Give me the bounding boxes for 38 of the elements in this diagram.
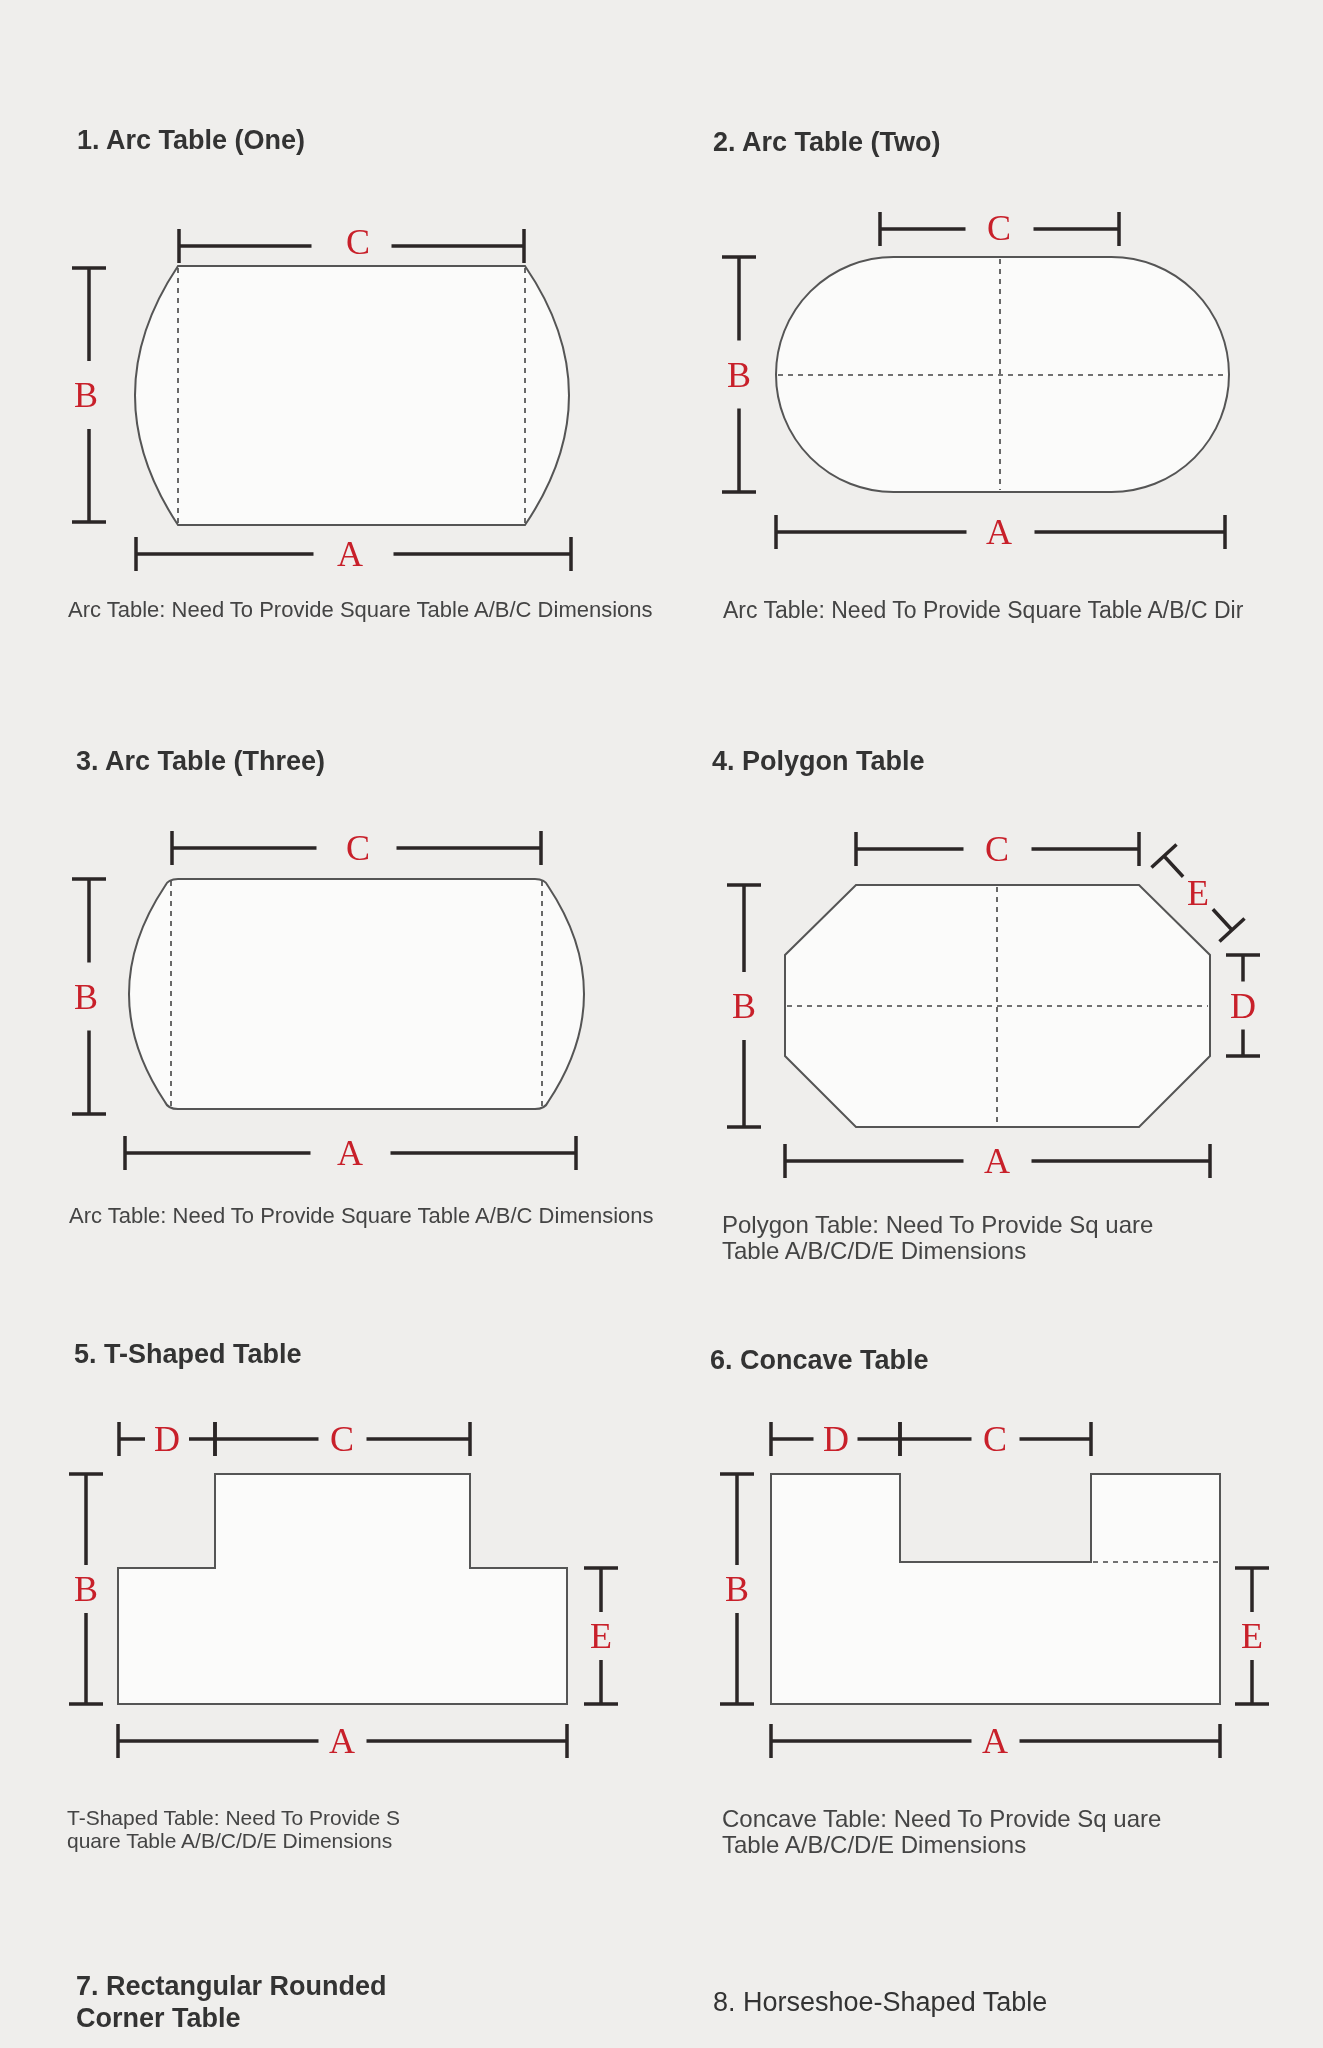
dimension-letter: A (986, 514, 1012, 550)
dimension-letter: B (74, 979, 98, 1015)
dimension-letter: A (337, 536, 363, 572)
dimension-letter: E (1241, 1618, 1263, 1654)
dimension-letter: D (1230, 988, 1256, 1024)
dimension-letter: B (727, 357, 751, 393)
caption-text: T-Shaped Table: Need To Provide S quare Table A/B/C/D/E Dimensions (67, 1806, 402, 1853)
dimension-letter: A (337, 1135, 363, 1171)
dimension-letter: C (987, 210, 1011, 246)
dimension-letter: D (823, 1421, 849, 1457)
caption-text: Arc Table: Need To Provide Square Table A/B/C Dimensions (68, 598, 653, 623)
section-title: 6. Concave Table (710, 1344, 929, 1377)
dimension-letter: B (74, 1571, 98, 1607)
caption-text: Arc Table: Need To Provide Square Table A/B/C Dir (723, 598, 1244, 624)
dimension-letter: E (590, 1618, 612, 1654)
dimension-letter: C (985, 831, 1009, 867)
caption-text: Concave Table: Need To Provide Sq uare Table A/B/C/D/E Dimensions (722, 1806, 1162, 1859)
dimension-letter: A (984, 1143, 1010, 1179)
section-title: 5. T-Shaped Table (74, 1338, 302, 1371)
caption-text: Polygon Table: Need To Provide Sq uare Table A/B/C/D/E Dimensions (722, 1212, 1155, 1265)
section-title: 4. Polygon Table (712, 745, 925, 778)
dimension-letter: C (983, 1421, 1007, 1457)
section-title: 1. Arc Table (One) (77, 124, 306, 157)
dimension-letter: B (725, 1571, 749, 1607)
dimension-letter: B (732, 988, 756, 1024)
section-title: 7. Rectangular Rounded Corner Table (76, 1970, 388, 2035)
section-title: 2. Arc Table (Two) (713, 126, 941, 159)
dimension-letter: C (346, 224, 370, 260)
dimension-letter: A (329, 1723, 355, 1759)
section-title: 8. Horseshoe-Shaped Table (713, 1986, 1048, 2019)
caption-text: Arc Table: Need To Provide Square Table A/B/C Dimensions (69, 1204, 654, 1229)
dimension-letter: A (982, 1723, 1008, 1759)
dimension-letter: C (330, 1421, 354, 1457)
dimension-letter: E (1187, 875, 1209, 911)
section-title: 3. Arc Table (Three) (76, 745, 326, 778)
dimension-letter: B (74, 377, 98, 413)
dimension-letter: C (346, 830, 370, 866)
dimension-letter: D (154, 1421, 180, 1457)
